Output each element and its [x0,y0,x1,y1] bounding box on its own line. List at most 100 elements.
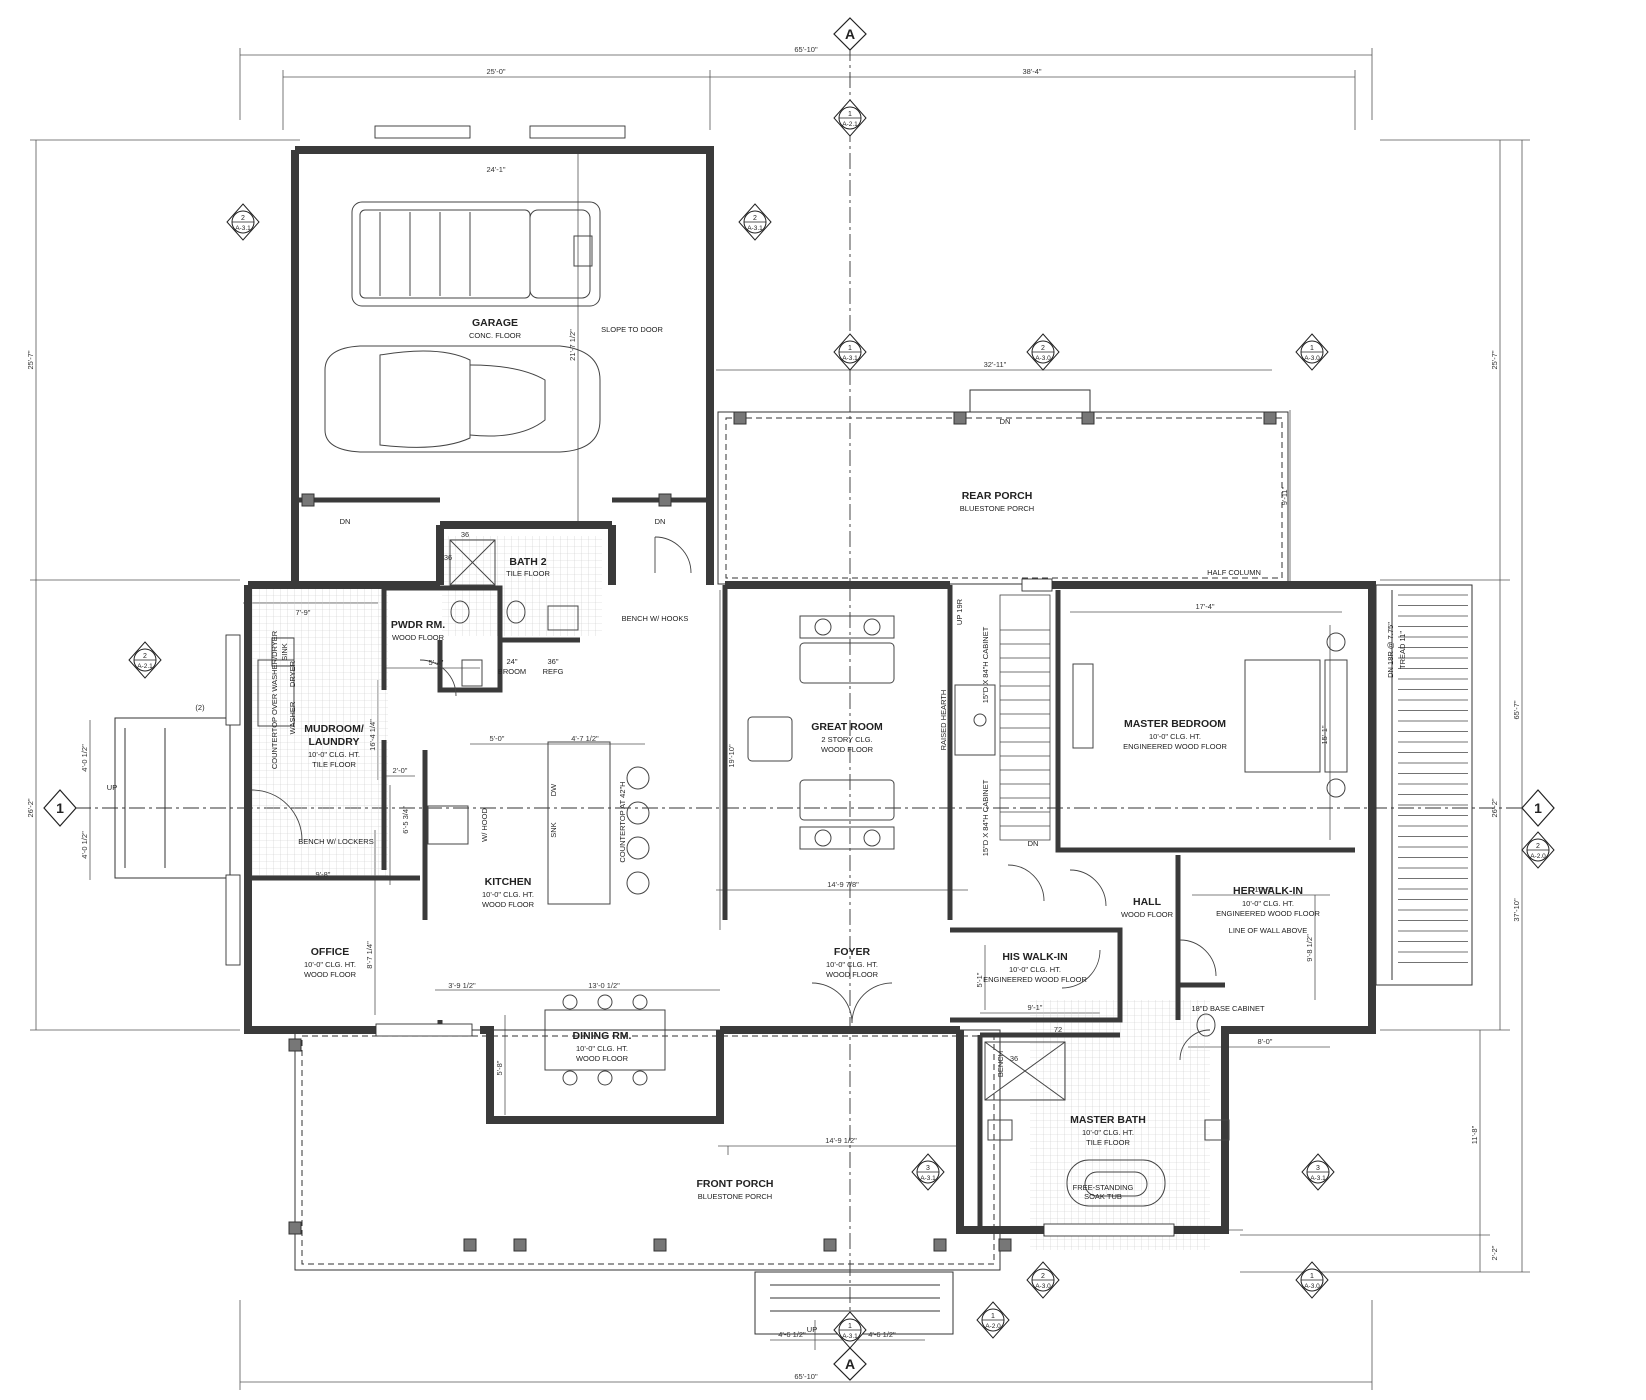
section-tag-sheet: A-3.0 [1304,1283,1320,1290]
dim-dining-a: 3'-9 1/2" [448,981,476,990]
interior-stair [999,594,1051,841]
porch-column [653,1238,667,1252]
garage-vehicles [324,201,601,453]
dim-office-width: 9'-8" [316,870,331,879]
foyer-floor: WOOD FLOOR [826,970,879,979]
foyer-label: FOYER [834,946,871,958]
dim-great-width: 14'-9 7/8" [827,880,859,889]
windows [225,125,1175,1237]
dim-right-total: 65'-7" [1512,700,1521,719]
dryer: DRYER [288,660,297,687]
great-room-label: GREAT ROOM [811,721,883,733]
annotation-labels: SLOPE TO DOOR DN DN DN DN UP UP (2) BENC… [107,325,1407,1334]
mudroom-clg: 10'-0" CLG. HT. [308,750,360,759]
two-columns-note: (2) [195,703,205,712]
dim-right-mid: 26'-2" [1490,798,1499,817]
porch-column [658,493,672,507]
dn-garage-right: DN [655,517,666,526]
porch-column [301,493,315,507]
interior-walls [248,497,1355,1230]
dn-rear-porch: DN [1000,417,1011,426]
kitchen-clg: 10'-0" CLG. HT. [482,890,534,899]
great-room-clg: 2 STORY CLG. [821,735,872,744]
rear-porch-label: REAR PORCH [962,490,1033,502]
section-tag-sheet: A-2.1 [137,663,153,670]
exterior-walls [244,146,1376,1234]
dn-garage-left: DN [340,517,351,526]
section-tag: 3A-3.1 [911,1153,945,1191]
section-tag-number: 3 [1316,1165,1320,1172]
section-tag: 1A-3.0 [1295,333,1329,371]
section-tag: 2A-3.1 [226,203,260,241]
dim-right-bot1: 37'-10" [1512,898,1521,922]
kitchen-floor: WOOD FLOOR [482,900,535,909]
section-tag: 2A-3.1 [738,203,772,241]
her-walk-in-floor: ENGINEERED WOOD FLOOR [1216,909,1320,918]
cabinet-lower: 15"D X 84"H CABINET [981,779,990,856]
bath2-label: BATH 2 [509,556,546,568]
her-walk-in-label: HER WALK-IN [1233,885,1303,897]
porch-columns [288,411,1277,1252]
dim-kitchen-b: 6'-5 3/4" [401,806,410,834]
porch-column [463,1238,477,1252]
section-tag: 2A-3.0 [1026,1261,1060,1299]
section-tag: 1A-3.1 [833,1311,867,1349]
dim-bath2-shower: 36 [461,530,469,539]
section-tag-sheet: A-3.1 [1310,1175,1326,1182]
dim-stoop-a: 4'-0 1/2" [80,744,89,772]
porch-column [823,1238,837,1252]
section-tag-number: 2 [1536,843,1540,850]
section-tag: 3A-3.1 [1301,1153,1335,1191]
section-tag: 2A-2.0 [1521,831,1555,869]
section-tag-number: 1 [848,111,852,118]
section-tag-sheet: A-3.1 [920,1175,936,1182]
rear-porch-floor: BLUESTONE PORCH [960,504,1034,513]
his-walk-in-floor: ENGINEERED WOOD FLOOR [983,975,1087,984]
dim-her-depth: 9'-8 1/2" [1305,934,1314,962]
dim-dining-b: 13'-0 1/2" [588,981,620,990]
door-swings [251,536,1217,1061]
section-tag-number: 2 [1041,345,1045,352]
broom-size: 24" [506,657,517,666]
pwdr-label: PWDR RM. [391,619,445,631]
room-labels: GARAGE CONC. FLOOR REAR PORCH BLUESTONE … [304,317,1321,1201]
porch-column [513,1238,527,1252]
section-tag: 1A-3.1 [833,333,867,371]
porch-column [998,1238,1012,1252]
dim-mud-width: 7'-9" [296,608,311,617]
dim-master-depth: 15'-1" [1320,725,1329,744]
dim-bath-width: 8'-0" [1258,1037,1273,1046]
dim-front-width: 14'-9 1/2" [825,1136,857,1145]
countertop-washer-dryer: COUNTERTOP OVER WASHER/DRYER [270,630,279,769]
mudroom-label-1: MUDROOM/ [304,723,364,735]
section-tag-number: 3 [926,1165,930,1172]
dim-island-a: 5'-0" [490,734,505,743]
her-walk-in-clg: 10'-0" CLG. HT. [1242,899,1294,908]
front-porch-floor: BLUESTONE PORCH [698,1192,772,1201]
porch-column [733,411,747,425]
section-tag-number: 2 [1041,1273,1045,1280]
exterior-stair-treads [1398,594,1468,963]
master-bedroom-floor: ENGINEERED WOOD FLOOR [1123,742,1227,751]
porch-column [933,1238,947,1252]
dim-office-depth: 8'-7 1/4" [365,941,374,969]
dim-left-mid: 26'-2" [26,798,35,817]
section-tag-number: 1 [1310,345,1314,352]
section-tag-number: 2 [753,215,757,222]
bench-shower: BENCH [996,1051,1005,1077]
office-floor: WOOD FLOOR [304,970,357,979]
porch-column [1081,411,1095,425]
porch-column [1263,411,1277,425]
range-hood: W/ HOOD [480,808,489,842]
stair-note-1: DN 18R @ 7.75" [1386,622,1395,678]
dim-great-depth: 19'-10" [727,744,736,768]
dim-shower-36: 36 [1010,1054,1018,1063]
section-tag-sheet: A-3.0 [1035,355,1051,362]
section-tag-sheet: A-3.1 [842,355,858,362]
dim-garage-inner: 24'-1" [486,165,505,174]
dim-overall-bottom: 65'-10" [794,1372,818,1381]
grid-1-right: 1 [1534,800,1542,816]
grid-lines [75,45,1530,1370]
dim-right-bot3: 2'-2" [1490,1245,1499,1260]
